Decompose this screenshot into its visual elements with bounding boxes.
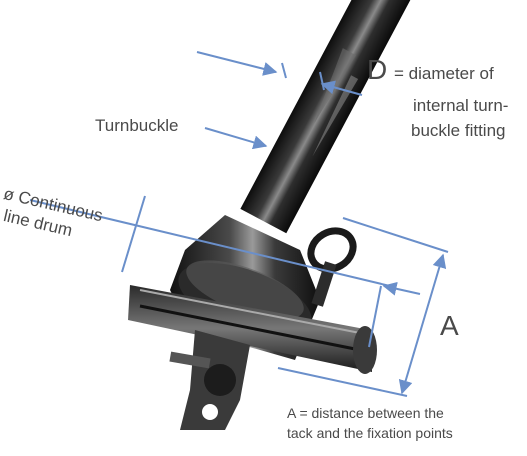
a-extent-top bbox=[342, 217, 449, 253]
a-definition-line-1: A = distance between the bbox=[287, 405, 444, 421]
turnbuckle-tube bbox=[240, 0, 414, 234]
turnbuckle-pointer bbox=[204, 127, 268, 150]
d-definition-line-1: = diameter of bbox=[394, 64, 494, 83]
a-definition-line-2: tack and the fixation points bbox=[287, 425, 453, 441]
lower-fitting bbox=[169, 330, 250, 430]
a-arrow bbox=[398, 253, 447, 395]
a-letter: A bbox=[440, 310, 459, 341]
a-extent-bottom bbox=[277, 367, 408, 397]
d-tick-left bbox=[281, 62, 287, 79]
drum-extent-right bbox=[368, 285, 382, 348]
drum-arrow-right bbox=[382, 281, 421, 296]
turnbuckle-label: Turnbuckle bbox=[95, 116, 179, 135]
drum-extent-left bbox=[121, 195, 146, 273]
d-arrow-left bbox=[196, 51, 278, 76]
d-definition-line-3: buckle fitting bbox=[411, 121, 506, 140]
drum-dimension-line bbox=[29, 199, 391, 287]
d-definition-line-2: internal turn- bbox=[413, 96, 509, 115]
line-drum bbox=[128, 285, 377, 374]
d-letter: D bbox=[367, 54, 388, 85]
dimension-lines bbox=[29, 51, 449, 397]
d-arrow-right bbox=[320, 80, 363, 96]
